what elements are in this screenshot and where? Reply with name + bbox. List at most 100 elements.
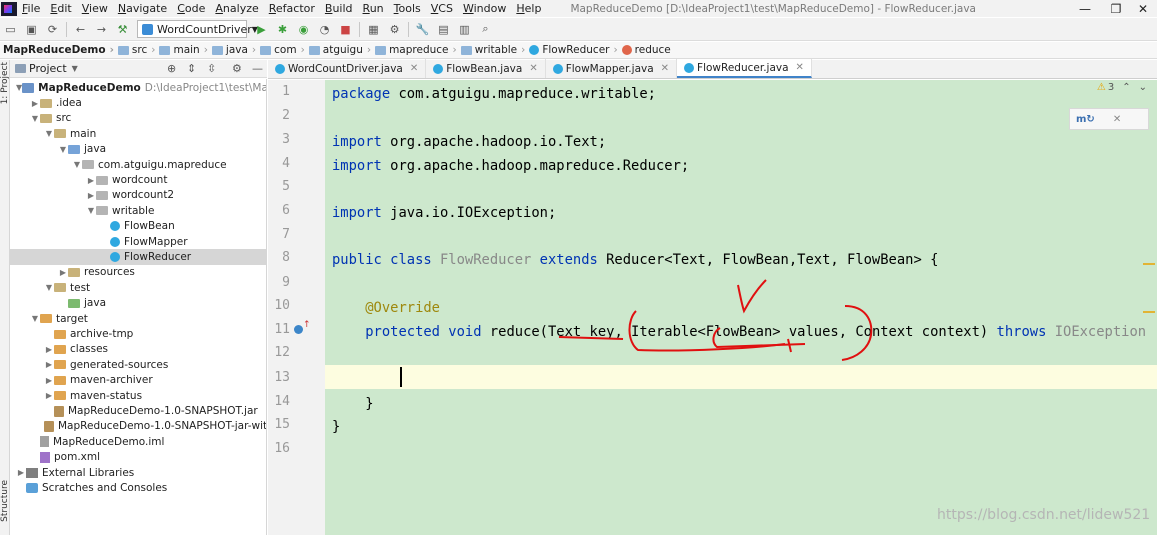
minimize-icon[interactable]: — [1079,1,1091,16]
inspection-widget[interactable]: ⚠ 3 ⌃ ⌄ [1097,82,1147,93]
save-icon[interactable]: ▣ [26,22,37,36]
menu-refactor[interactable]: Refactor [268,2,315,15]
hide-panel-icon[interactable]: — [252,62,263,75]
override-arrow-icon[interactable]: ↑ [303,320,311,330]
sdk-icon[interactable]: ⚙ [389,22,400,36]
menu-view[interactable]: View [81,2,108,15]
breadcrumb-item[interactable]: src› [117,44,160,56]
chevron-down-icon[interactable]: ⌄ [1138,82,1147,93]
tree-item[interactable]: ▼com.atguigu.mapreduce [10,157,266,172]
close-popup-icon[interactable]: ✕ [1112,113,1122,125]
chevron-right-icon[interactable]: ▶ [45,375,53,385]
chevron-down-icon[interactable]: ▼ [45,283,53,293]
tree-item[interactable]: ▼test [10,280,266,295]
chevron-right-icon[interactable]: ▶ [45,391,53,401]
maven-reload-icon[interactable]: m↻ [1076,113,1095,125]
tree-item[interactable]: ▼writable [10,203,266,218]
tree-item[interactable]: ▶wordcount2 [10,188,266,203]
close-tab-icon[interactable]: ✕ [660,63,670,74]
tree-item[interactable]: FlowReducer [10,249,266,265]
chevron-down-icon[interactable]: ▼ [16,83,23,93]
chevron-down-icon[interactable]: ▼ [73,160,81,170]
chevron-right-icon[interactable]: ▶ [45,344,53,354]
editor-tab[interactable]: FlowMapper.java✕ [546,59,678,78]
tree-item[interactable]: pom.xml [10,450,266,465]
chevron-right-icon[interactable]: ▶ [17,468,25,478]
chevron-up-icon[interactable]: ⌃ [1122,82,1131,93]
breadcrumb-item[interactable]: java› [211,44,260,56]
tree-item[interactable]: ▶External Libraries [10,465,266,480]
structure-icon[interactable]: ▤ [438,22,449,36]
chevron-down-icon[interactable]: ▼ [87,206,95,216]
stop-icon[interactable]: ■ [340,22,351,36]
menu-help[interactable]: Help [516,2,542,15]
run-icon[interactable]: ▶ [257,22,266,36]
chevron-down-icon[interactable]: ▼ [31,314,39,324]
sync-icon[interactable]: ⟳ [47,22,58,36]
project-side-tab[interactable]: 1: Project [0,62,10,105]
tree-item[interactable]: archive-tmp [10,326,266,341]
tree-item[interactable]: ▶maven-status [10,388,266,403]
breadcrumb-item[interactable]: atguigu› [308,44,375,56]
tree-item[interactable]: ▶maven-archiver [10,373,266,388]
breadcrumb-item[interactable]: FlowReducer› [529,44,621,56]
chevron-right-icon[interactable]: ▶ [87,190,95,200]
tree-item[interactable]: ▶generated-sources [10,357,266,372]
tree-item[interactable]: ▶classes [10,342,266,357]
expand-all-icon[interactable]: ⇕ [187,62,197,75]
editor-tab[interactable]: FlowBean.java✕ [426,59,546,78]
tree-item[interactable]: MapReduceDemo-1.0-SNAPSHOT-jar-with-d [10,419,266,434]
breadcrumb-item[interactable]: main› [159,44,211,56]
settings-wrench-icon[interactable]: 🔧 [415,22,430,36]
editor-tab[interactable]: WordCountDriver.java✕ [268,59,427,78]
maven-reload-popup[interactable]: m↻ ✕ [1069,108,1149,130]
tree-item[interactable]: MapReduceDemo.iml [10,434,266,449]
back-icon[interactable]: ← [75,22,86,36]
debug-icon[interactable]: ✱ [277,22,288,36]
run-configuration-select[interactable]: WordCountDriver ▼ [137,20,258,38]
forward-icon[interactable]: → [96,22,107,36]
tree-item[interactable]: FlowBean [10,219,266,234]
tree-item[interactable]: java [10,296,266,311]
chevron-down-icon[interactable]: ▼ [45,129,53,139]
breadcrumb-item[interactable]: reduce [621,44,671,56]
search-icon[interactable]: ⌕ [482,22,489,35]
locate-icon[interactable]: ⊕ [167,62,177,75]
close-tab-icon[interactable]: ✕ [795,62,804,73]
collapse-all-icon[interactable]: ⇳ [207,62,217,75]
tree-item[interactable]: ▶.idea [10,95,266,110]
breadcrumb-item[interactable]: com› [260,44,309,56]
maximize-icon[interactable]: ❐ [1110,1,1122,16]
chevron-right-icon[interactable]: ▶ [45,360,53,370]
breadcrumb-item[interactable]: mapreduce› [375,44,461,56]
tree-item[interactable]: ▶wordcount [10,172,266,187]
tree-item[interactable]: ▼main [10,126,266,141]
chevron-right-icon[interactable]: ▶ [87,175,95,185]
profile-icon[interactable]: ◔ [319,22,330,36]
breadcrumb-item[interactable]: writable› [460,44,530,56]
tree-item[interactable]: ▶resources [10,265,266,280]
chevron-right-icon[interactable]: ▶ [31,98,39,108]
close-window-icon[interactable]: ✕ [1137,1,1149,16]
coverage-icon[interactable]: ◉ [298,22,309,36]
tree-item[interactable]: Scratches and Consoles [10,480,266,495]
chevron-right-icon[interactable]: ▶ [59,267,67,277]
structure-side-tab[interactable]: Structure [0,480,10,522]
tree-item[interactable]: ▼target [10,311,266,326]
menu-code[interactable]: Code [177,2,206,15]
menu-vcs[interactable]: VCS [430,2,453,15]
close-tab-icon[interactable]: ✕ [529,63,538,74]
menu-navigate[interactable]: Navigate [117,2,168,15]
menu-tools[interactable]: Tools [393,2,421,15]
tree-item[interactable]: ▼java [10,142,266,157]
close-tab-icon[interactable]: ✕ [409,63,419,74]
tree-item[interactable]: FlowMapper [10,234,266,249]
chevron-down-icon[interactable]: ▼ [71,64,78,73]
menu-analyze[interactable]: Analyze [215,2,259,15]
tree-item[interactable]: ▼MapReduceDemoD:\IdeaProject1\test\MapRe… [10,80,266,95]
code-editor[interactable]: package com.atguigu.mapreduce.writable;i… [325,80,1157,535]
menu-window[interactable]: Window [462,2,507,15]
chevron-down-icon[interactable]: ▼ [31,113,39,123]
menu-run[interactable]: Run [362,2,384,15]
gear-icon[interactable]: ⚙ [232,62,242,75]
